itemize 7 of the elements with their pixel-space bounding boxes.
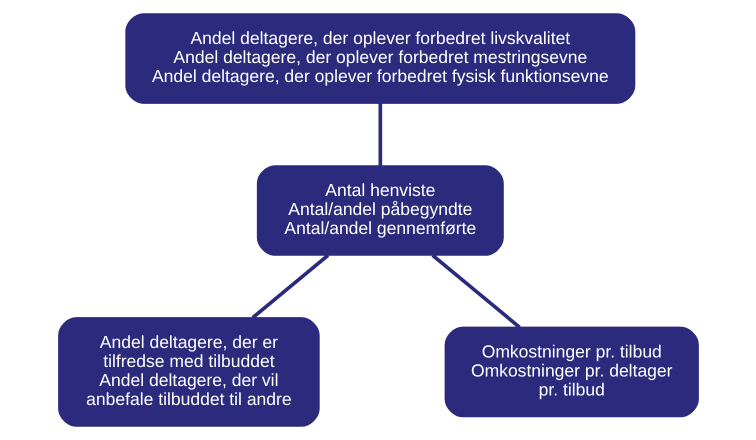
node-box: Andel deltagere, der er tilfredse med tilbuddet Andel deltagere, der vil anbefale tilbuddet til andre bbox=[58, 317, 320, 427]
connector bbox=[251, 254, 329, 320]
node-box: Andel deltagere, der oplever forbedret livskvalitet Andel deltagere, der oplever forbedret mestringsevne Andel deltagere, der oplever forbedret fysisk funktionsevne bbox=[124, 13, 635, 104]
connector bbox=[430, 254, 520, 329]
node-box: Antal henviste Antal/andel påbegyndte Antal/andel gennemførte bbox=[256, 165, 504, 256]
connector bbox=[378, 103, 382, 166]
node-box: Omkostninger pr. tilbud Omkostninger pr. deltager pr. tilbud bbox=[444, 326, 698, 418]
